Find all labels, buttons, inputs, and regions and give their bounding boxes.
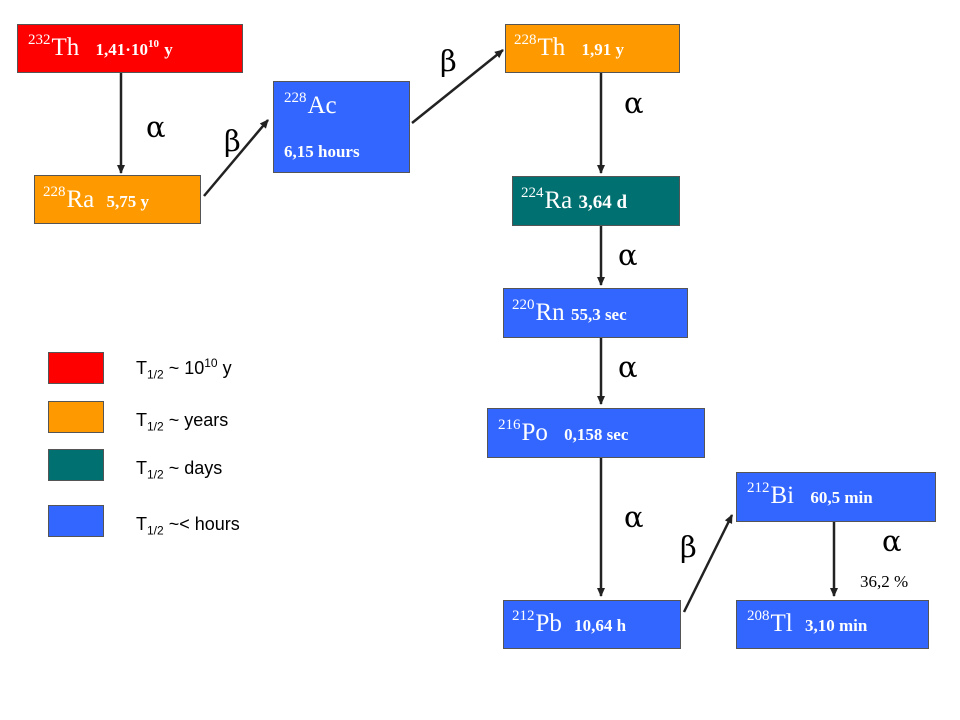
node-th232: 232Th 1,41·1010 y bbox=[17, 24, 243, 73]
node-rn220-symbol: Rn bbox=[535, 299, 565, 326]
legend-swatch-days bbox=[48, 449, 104, 481]
legend-label-billions-years: T1/2 ~ 1010 y bbox=[136, 356, 232, 382]
label-alpha-th228: α bbox=[624, 86, 644, 120]
legend-swatch-billions-years bbox=[48, 352, 104, 384]
node-ac228-symbol: Ac bbox=[307, 92, 337, 119]
node-th232-half-life-unit: y bbox=[159, 40, 173, 59]
node-ra224: 224Ra 3,64 d bbox=[512, 176, 680, 226]
node-ac228: 228Ac 6,15 hours bbox=[273, 81, 410, 173]
node-th232-half-life: 1,41·10 bbox=[95, 40, 148, 59]
node-rn220: 220Rn 55,3 sec bbox=[503, 288, 688, 338]
label-beta-ra228: β bbox=[224, 124, 241, 158]
node-th228: 228Th 1,91 y bbox=[505, 24, 680, 73]
label-beta-ac228: β bbox=[440, 44, 457, 78]
node-pb212-half-life: 10,64 h bbox=[574, 616, 627, 635]
label-alpha-bi212: α bbox=[882, 524, 902, 558]
label-alpha-po216: α bbox=[624, 500, 644, 534]
node-tl208-half-life: 3,10 min bbox=[804, 616, 868, 635]
label-beta-pb212: β bbox=[680, 530, 697, 564]
node-tl208-symbol: Tl bbox=[770, 610, 793, 637]
node-bi212-half-life: 60,5 min bbox=[810, 488, 873, 507]
node-po216-half-life: 0,158 sec bbox=[564, 425, 629, 444]
legend-label-hours: T1/2 ~< hours bbox=[136, 514, 240, 538]
legend-swatch-hours bbox=[48, 505, 104, 537]
label-alpha-ra224: α bbox=[618, 238, 638, 272]
arrow-ra228-ac228 bbox=[203, 119, 269, 197]
node-th228-mass: 228 bbox=[514, 32, 537, 48]
legend-label-days: T1/2 ~ days bbox=[136, 458, 223, 482]
label-alpha-rn220: α bbox=[618, 350, 638, 384]
node-po216-mass: 216 bbox=[498, 417, 521, 433]
node-ra224-half-life: 3,64 d bbox=[578, 192, 628, 213]
legend-swatch-years bbox=[48, 401, 104, 433]
node-th228-symbol: Th bbox=[537, 34, 566, 61]
node-bi212: 212Bi 60,5 min bbox=[736, 472, 936, 522]
label-alpha-th232: α bbox=[146, 110, 166, 144]
node-ra228-half-life: 5,75 y bbox=[106, 192, 150, 211]
node-ra228-mass: 228 bbox=[43, 184, 66, 200]
arrow-pb212-bi212 bbox=[682, 514, 734, 613]
node-po216: 216Po 0,158 sec bbox=[487, 408, 705, 458]
node-po216-symbol: Po bbox=[521, 419, 548, 446]
legend-label-years: T1/2 ~ years bbox=[136, 410, 229, 434]
node-ra228: 228Ra 5,75 y bbox=[34, 175, 201, 224]
node-th232-symbol: Th bbox=[51, 34, 80, 61]
node-th232-mass: 232 bbox=[28, 32, 51, 48]
node-ra224-symbol: Ra bbox=[544, 187, 573, 214]
node-ra228-symbol: Ra bbox=[66, 186, 95, 213]
node-pb212-mass: 212 bbox=[512, 608, 535, 624]
label-branch-percent: 36,2 % bbox=[860, 572, 909, 591]
node-rn220-half-life: 55,3 sec bbox=[570, 305, 627, 324]
node-th228-half-life: 1,91 y bbox=[581, 40, 625, 59]
node-pb212: 212Pb 10,64 h bbox=[503, 600, 681, 649]
node-rn220-mass: 220 bbox=[512, 297, 535, 313]
node-pb212-symbol: Pb bbox=[535, 610, 562, 637]
node-th232-half-life-exp: 10 bbox=[147, 38, 159, 50]
arrow-ac228-th228 bbox=[411, 49, 504, 124]
node-tl208-mass: 208 bbox=[747, 608, 770, 624]
node-tl208: 208Tl 3,10 min bbox=[736, 600, 929, 649]
node-ac228-half-life: 6,15 hours bbox=[284, 142, 360, 161]
node-ra224-mass: 224 bbox=[521, 185, 544, 201]
node-bi212-symbol: Bi bbox=[770, 482, 795, 509]
node-ac228-mass: 228 bbox=[284, 90, 307, 106]
node-bi212-mass: 212 bbox=[747, 480, 770, 496]
